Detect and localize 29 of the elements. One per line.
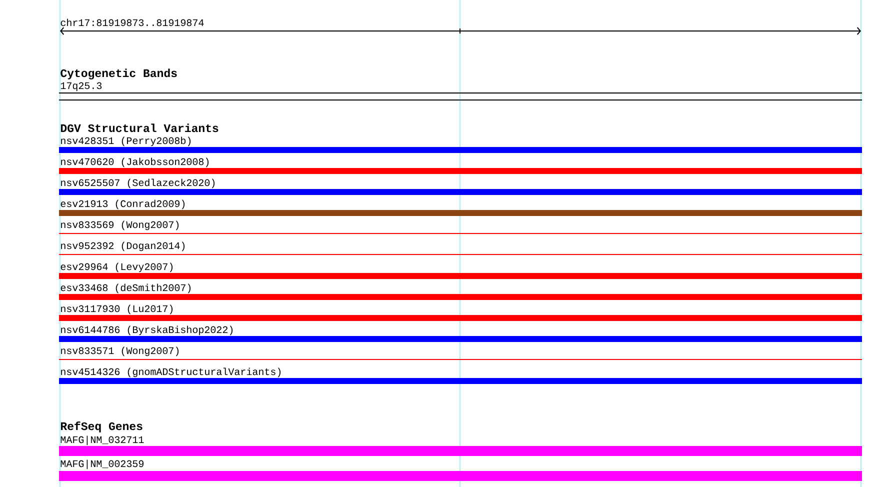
feature-line: nsv952392 (Dogan2014) — [58, 242, 863, 255]
node-label: esv33468 (deSmith2007) — [60, 284, 191, 294]
node-label: nsv6144786 (ByrskaBishop2022) — [61, 326, 233, 336]
node-label: esv29964 (Levy2007) — [60, 262, 173, 272]
coordinate-label: chr17:81919873..81919874 — [60, 18, 204, 26]
feature-bar: nsv6525507 (Sedlazeck2020) — [59, 178, 862, 195]
feature-bar: esv29964 (Levy2007) — [59, 262, 862, 279]
node-label: MAFG|NM_032711 — [60, 436, 144, 446]
track-title: RefSeq Genes — [60, 422, 142, 432]
node-label: nsv6525507 (Sedlazeck2020) — [61, 178, 215, 188]
feature-bar: nsv6144786 (ByrskaBishop2022) — [59, 326, 862, 342]
feature-line: nsv833569 (Wong2007) — [58, 220, 863, 234]
node-label: nsv470620 (Jakobsson2008) — [61, 158, 209, 168]
feature-bar: nsv4514326 (gnomADStructuralVariants) — [59, 368, 862, 384]
feature-bar: esv33468 (deSmith2007) — [59, 284, 862, 300]
feature-line: nsv833571 (Wong2007) — [58, 346, 863, 360]
feature-bar: esv21913 (Conrad2009) — [59, 200, 862, 216]
feature-bar: nsv470620 (Jakobsson2008) — [59, 158, 862, 174]
gene-bar: MAFG|NM_002359 — [59, 460, 862, 481]
node-label: nsv428351 (Perry2008b) — [61, 136, 191, 146]
node-label: nsv4514326 (gnomADStructuralVariants) — [61, 368, 281, 378]
node-label: MAFG|NM_002359 — [60, 460, 144, 470]
feature-bar: nsv428351 (Perry2008b) — [59, 136, 862, 153]
node-label: esv21913 (Conrad2009) — [60, 200, 185, 210]
track-title: DGV Structural Variants — [60, 124, 218, 132]
band-box: 17q25.3 — [58, 82, 863, 100]
feature-bar: nsv3117930 (Lu2017) — [59, 304, 862, 321]
node-label: nsv3117930 (Lu2017) — [61, 304, 173, 314]
gene-bar: MAFG|NM_032711 — [59, 436, 862, 456]
